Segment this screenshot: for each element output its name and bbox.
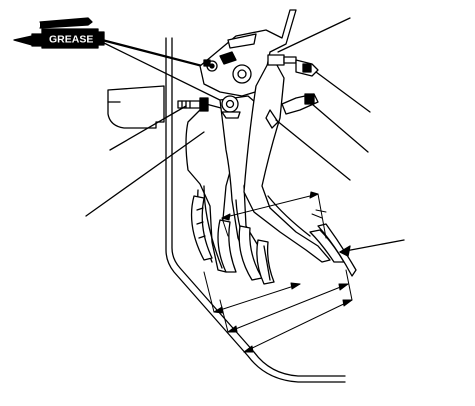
grease-gun-icon: GREASE <box>13 17 105 49</box>
pedal-arm-front <box>243 55 331 263</box>
grease-fitting-upper <box>203 59 218 72</box>
pedal-pad-1 <box>190 195 213 261</box>
stop-lamp-switch <box>267 54 319 77</box>
leader-lines <box>85 17 405 257</box>
dimension-lines <box>203 191 353 353</box>
pedal-pad-4 <box>309 223 357 277</box>
pivot-bracket <box>199 9 297 97</box>
pedal-pad-3 <box>256 239 275 285</box>
pedal-position-switch <box>265 93 319 129</box>
pivot-bolt <box>177 97 209 112</box>
grease-fitting-lower <box>221 95 241 119</box>
mounting-bracket <box>107 85 165 129</box>
grease-label: GREASE <box>49 34 93 46</box>
